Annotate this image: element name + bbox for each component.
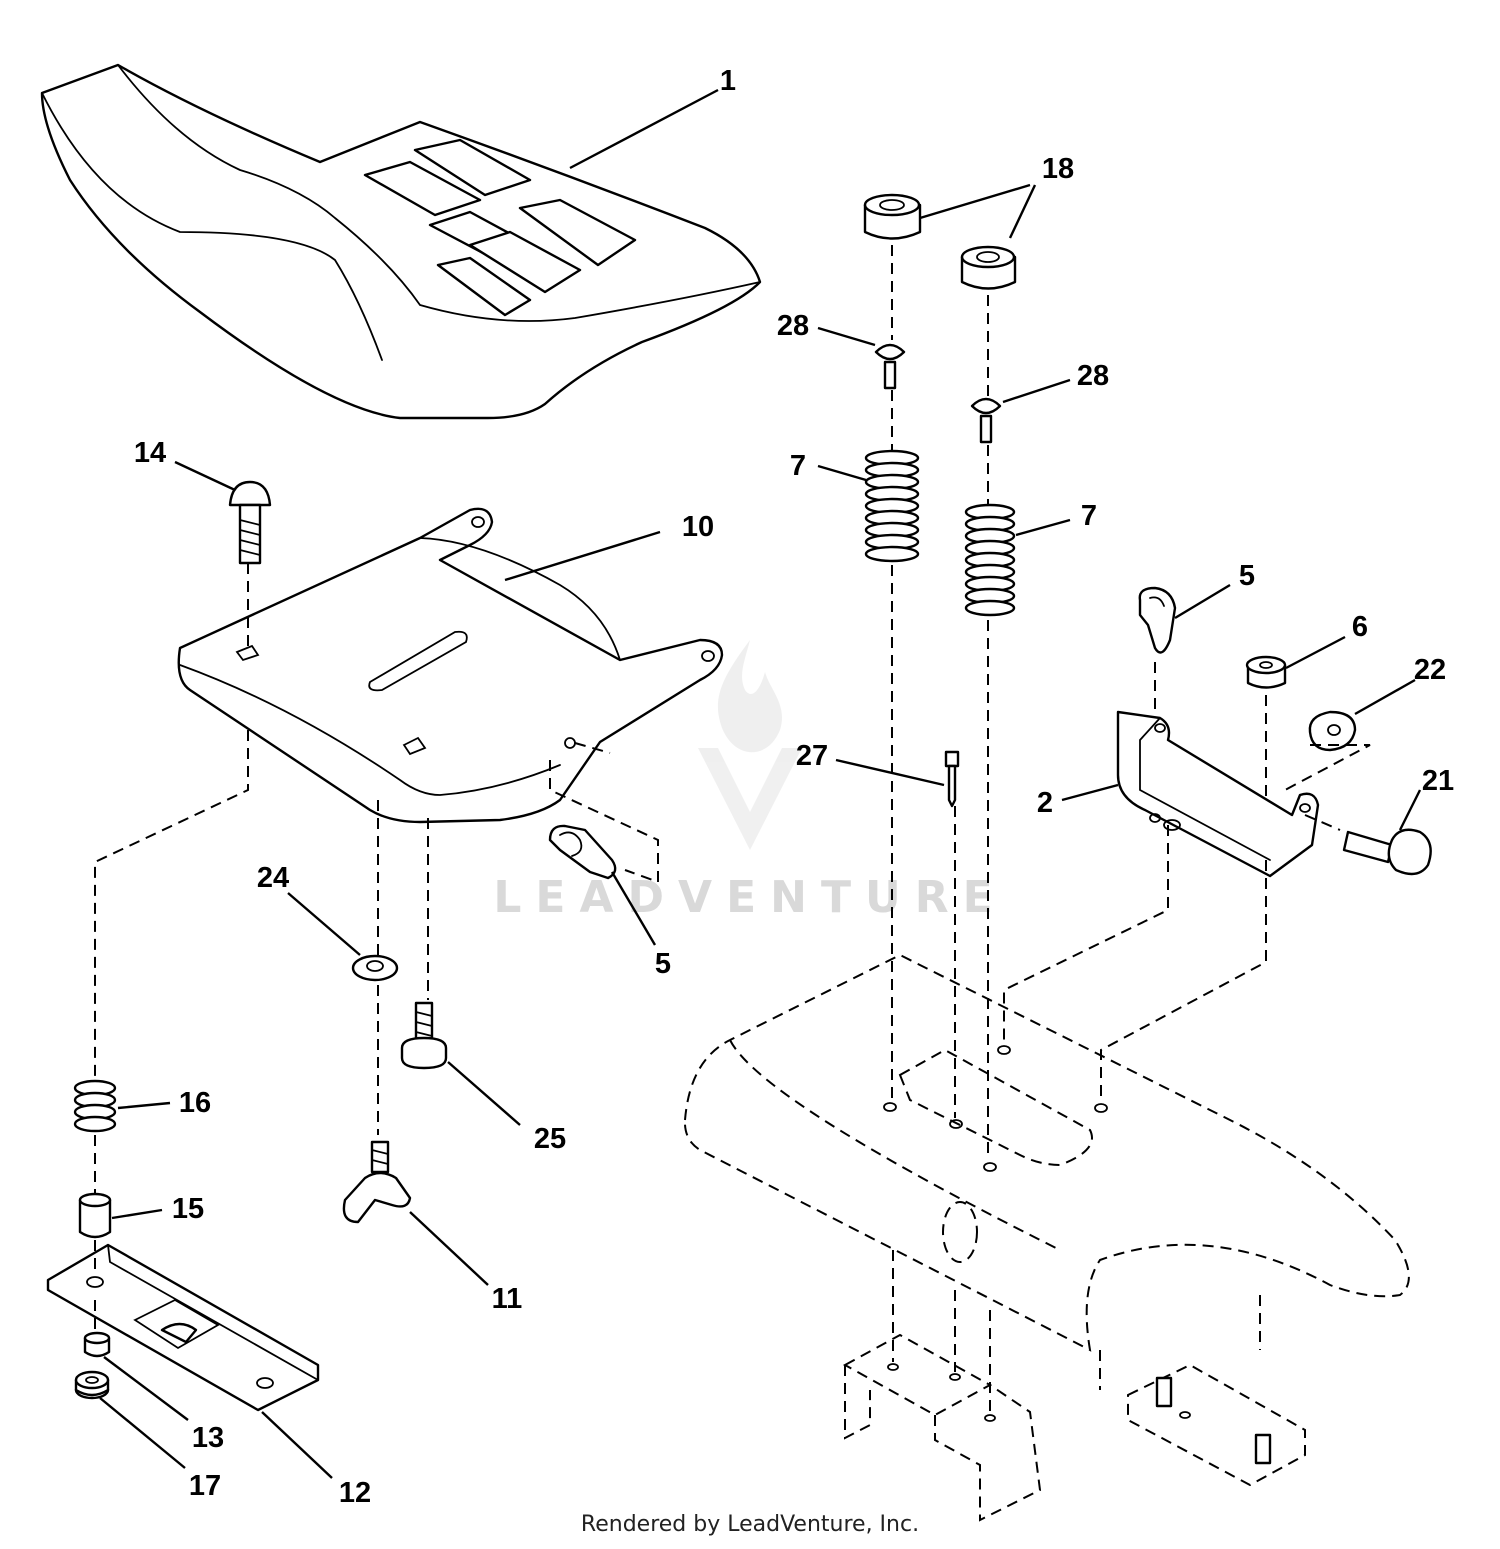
callout-14: 14 [134, 437, 166, 469]
watermark-text: LEADVENTURE [493, 872, 1006, 923]
spring-right [964, 503, 1016, 617]
pivot-bracket [1116, 710, 1320, 878]
flange-nut-right [1308, 710, 1357, 752]
callout-11: 11 [492, 1283, 523, 1315]
callout-7-right: 7 [1081, 500, 1097, 532]
hex-nut [1245, 655, 1287, 689]
flange-nut [74, 1370, 110, 1400]
callout-5-left: 5 [655, 948, 671, 980]
shoulder-bolt [1342, 828, 1432, 876]
knob [342, 1140, 412, 1224]
callout-25: 25 [534, 1123, 566, 1155]
carriage-bolt [228, 480, 272, 565]
frame-outline [683, 953, 1410, 1522]
spacer [78, 1192, 112, 1239]
bushing-left [863, 193, 922, 240]
seat-bracket [46, 1243, 320, 1412]
watermark-logo [698, 640, 802, 850]
lock-nut [83, 1331, 111, 1358]
leader-lines [99, 88, 1422, 1479]
washer [351, 954, 399, 982]
clip-right [1138, 586, 1177, 654]
small-spring [73, 1079, 117, 1133]
callout-21: 21 [1422, 765, 1454, 797]
callout-28-left: 28 [777, 310, 809, 342]
alignment-lines [94, 245, 1371, 1412]
footer-credit: Rendered by LeadVenture, Inc. [580, 1512, 920, 1537]
callout-27: 27 [796, 740, 828, 772]
seat [40, 63, 762, 420]
spring-left [864, 449, 920, 563]
screw-left [874, 343, 906, 390]
callout-28-right: 28 [1077, 360, 1109, 392]
callout-18: 18 [1042, 153, 1074, 185]
callout-17: 17 [189, 1470, 221, 1502]
callout-15: 15 [172, 1193, 204, 1225]
callout-12: 12 [339, 1477, 371, 1509]
callout-24: 24 [257, 862, 289, 894]
callout-22: 22 [1414, 654, 1446, 686]
clip-left [548, 824, 617, 880]
callout-7-left: 7 [790, 450, 806, 482]
screw-right [970, 397, 1002, 444]
callout-5-right: 5 [1239, 560, 1255, 592]
callout-2: 2 [1037, 787, 1053, 819]
flange-bolt [400, 1001, 448, 1070]
callouts: 1 18 28 28 14 10 7 7 5 6 22 21 2 27 24 5… [134, 65, 1454, 1509]
callout-10: 10 [682, 511, 714, 543]
callout-13: 13 [192, 1422, 224, 1454]
callout-1: 1 [720, 65, 736, 97]
screw-27 [944, 750, 960, 808]
bushing-right [960, 245, 1017, 290]
callout-6: 6 [1352, 611, 1368, 643]
callout-16: 16 [179, 1087, 211, 1119]
